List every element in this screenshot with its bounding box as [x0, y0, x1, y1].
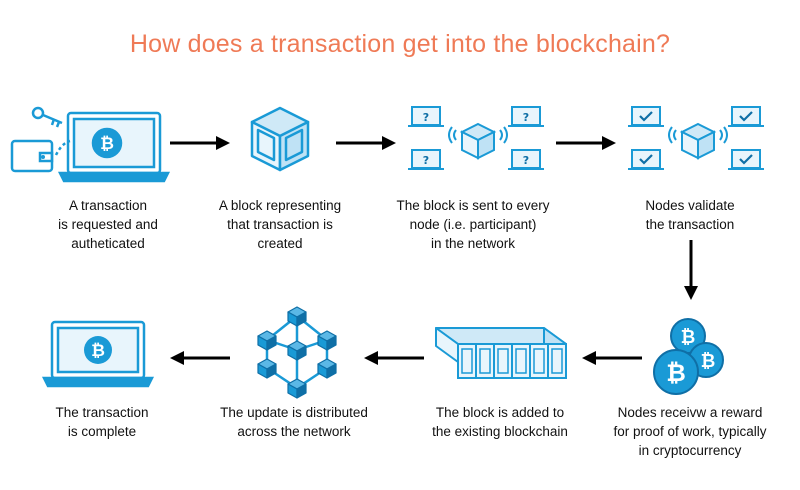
step-caption: The update is distributed across the net… — [199, 403, 389, 441]
arrow-right-icon — [170, 136, 230, 150]
laptop-bitcoin-mark: ₿ — [100, 134, 114, 154]
question-mark: ? — [523, 111, 529, 124]
network-nodes-check-icon — [628, 106, 764, 170]
coin-bitcoin-mark: ₿ — [666, 359, 686, 387]
caption-line: autheticated — [71, 236, 145, 251]
caption-line: The block is added to — [435, 405, 565, 420]
caption-line: the existing blockchain — [432, 424, 568, 439]
coin-bitcoin-mark: ₿ — [681, 327, 696, 348]
step-caption: A transaction is requested and authetica… — [13, 196, 203, 253]
caption-line: Nodes receivw a reward — [617, 405, 763, 420]
caption-line: that transaction is — [227, 217, 333, 232]
question-mark: ? — [423, 111, 429, 124]
arrow-left-icon — [170, 351, 230, 365]
step-caption: The block is sent to every node (i.e. pa… — [378, 196, 568, 253]
caption-line: created — [257, 236, 303, 251]
laptop-wallet-key-bitcoin-icon: ₿ — [10, 106, 171, 183]
question-mark: ? — [423, 154, 429, 167]
step-caption: Nodes receivw a reward for proof of work… — [595, 403, 785, 460]
caption-line: in cryptocurrency — [638, 443, 742, 458]
network-nodes-question-icon: ? ? ? ? — [408, 106, 544, 170]
caption-line: The transaction — [55, 405, 149, 420]
diagram-title: How does a transaction get into the bloc… — [129, 30, 671, 58]
caption-line: across the network — [237, 424, 351, 439]
distributed-network-cubes-icon — [257, 306, 337, 399]
cube-block-icon — [250, 106, 310, 172]
caption-line: is requested and — [58, 217, 158, 232]
step-caption: Nodes validate the transaction — [595, 196, 785, 234]
caption-line: A block representing — [218, 198, 342, 213]
step-caption: A block representing that transaction is… — [185, 196, 375, 253]
caption-line: is complete — [67, 424, 137, 439]
caption-line: in the network — [430, 236, 516, 251]
caption-line: the transaction — [645, 217, 735, 232]
caption-line: Nodes validate — [645, 198, 735, 213]
arrow-down-icon — [684, 240, 698, 300]
caption-line: for proof of work, typically — [613, 424, 767, 439]
caption-line: node (i.e. participant) — [409, 217, 537, 232]
caption-line: The block is sent to every — [396, 198, 550, 213]
step-caption: The block is added to the existing block… — [405, 403, 595, 441]
arrow-left-icon — [364, 351, 424, 365]
laptop-bitcoin-mark: ₿ — [91, 341, 105, 361]
question-mark: ? — [523, 154, 529, 167]
arrow-right-icon — [336, 136, 396, 150]
caption-line: A transaction — [68, 198, 148, 213]
coin-bitcoin-mark: ₿ — [701, 351, 716, 372]
arrow-right-icon — [556, 136, 616, 150]
step-caption: The transaction is complete — [7, 403, 197, 441]
arrow-left-icon — [582, 351, 642, 365]
caption-line: The update is distributed — [220, 405, 368, 420]
bitcoin-coins-icon: ₿ ₿ ₿ — [653, 318, 724, 395]
laptop-bitcoin-icon: ₿ — [41, 320, 155, 388]
blockchain-chain-icon — [435, 327, 567, 379]
